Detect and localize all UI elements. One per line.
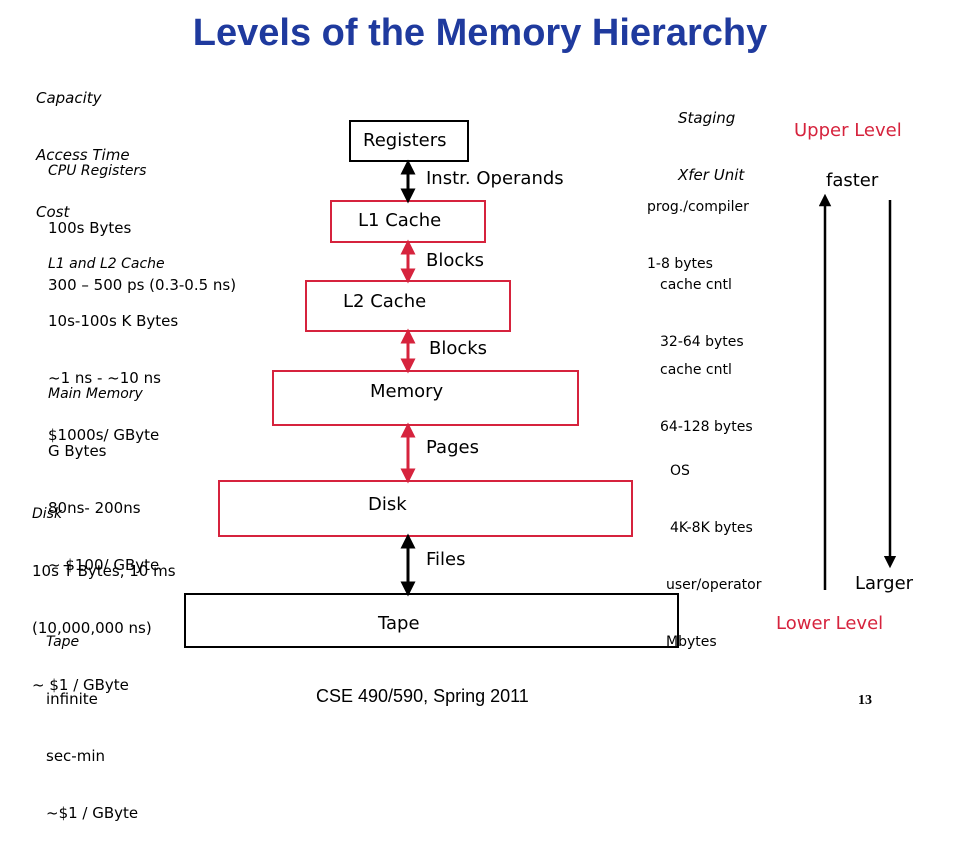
xfer-unit-blocks-l2-memory: Blocks <box>429 338 488 359</box>
spec-title: CPU Registers <box>48 163 147 179</box>
spec-l1-l2-cache: L1 and L2 Cache 10s-100s K Bytes ~1 ns -… <box>48 217 178 464</box>
spec-line: 300 – 500 ps (0.3-0.5 ns) <box>48 276 237 294</box>
staging-line: 64-128 bytes <box>660 419 753 435</box>
box-label: Registers <box>363 130 447 151</box>
spec-line: G Bytes <box>48 442 107 460</box>
staging-line: cache cntl <box>660 362 732 378</box>
box-label: Disk <box>368 494 407 515</box>
upper-level-label: Upper Level <box>794 120 902 141</box>
spec-title: Tape <box>46 634 80 650</box>
header-access-time: Access Time <box>36 146 130 164</box>
spec-title: Main Memory <box>48 386 143 402</box>
staging-line: OS <box>670 463 690 479</box>
right-column-header: Staging Xfer Unit <box>678 71 744 204</box>
staging-cache-cntl-1: cache cntl 32-64 bytes <box>660 238 744 371</box>
xfer-unit-files: Files <box>426 549 466 570</box>
box-label: Tape <box>378 613 420 634</box>
spec-line: (10,000,000 ns) <box>32 619 152 637</box>
staging-prog-compiler: prog./compiler 1-8 bytes <box>647 160 749 293</box>
xfer-unit-blocks-l1-l2: Blocks <box>426 250 485 271</box>
spec-line: ~$1 / GByte <box>46 804 139 822</box>
header-cost: Cost <box>36 203 70 221</box>
spec-line: ~ $1 / GByte <box>32 676 129 694</box>
staging-line: 1-8 bytes <box>647 256 713 272</box>
spec-line: 100s Bytes <box>48 219 132 237</box>
box-label: L1 Cache <box>358 210 442 231</box>
staging-line: cache cntl <box>660 277 732 293</box>
left-column-header: Capacity Access Time Cost <box>36 51 130 241</box>
spec-line: sec-min <box>46 747 105 765</box>
arrows-layer <box>400 159 897 597</box>
spec-line: 10s T Bytes, 10 ms <box>32 562 176 580</box>
spec-disk: Disk 10s T Bytes, 10 ms (10,000,000 ns) … <box>32 467 176 714</box>
faster-label: faster <box>826 170 879 191</box>
spec-cpu-registers: CPU Registers 100s Bytes 300 – 500 ps (0… <box>48 124 236 314</box>
staging-cache-cntl-2: cache cntl 64-128 bytes <box>660 323 753 456</box>
spec-line: 80ns- 200ns <box>48 499 141 517</box>
header-xfer-unit: Xfer Unit <box>678 166 745 184</box>
spec-line: ~ $100/ GByte <box>48 556 160 574</box>
spec-line: infinite <box>46 690 98 708</box>
staging-line: 4K-8K bytes <box>670 520 753 536</box>
staging-line: prog./compiler <box>647 199 749 215</box>
slide-title: Levels of the Memory Hierarchy <box>192 12 768 54</box>
level-box-memory: Memory <box>272 370 579 426</box>
box-label: Memory <box>370 381 444 402</box>
spec-title: L1 and L2 Cache <box>48 256 165 272</box>
box-label: L2 Cache <box>343 291 427 312</box>
level-box-disk: Disk <box>218 480 633 537</box>
xfer-unit-pages: Pages <box>426 437 479 458</box>
spec-main-memory: Main Memory G Bytes 80ns- 200ns ~ $100/ … <box>48 347 159 594</box>
page-number: 13 <box>858 693 872 708</box>
staging-line: Mbytes <box>666 634 717 650</box>
staging-line: 32-64 bytes <box>660 334 744 350</box>
spec-line: 10s-100s K Bytes <box>48 312 179 330</box>
spec-line: $1000s/ GByte <box>48 426 160 444</box>
header-capacity: Capacity <box>36 89 102 107</box>
staging-user-operator: user/operator Mbytes <box>666 538 761 671</box>
staging-line: user/operator <box>666 577 762 593</box>
spec-title: Disk <box>32 506 63 522</box>
xfer-unit-instr-operands: Instr. Operands <box>426 168 564 189</box>
header-staging: Staging <box>678 109 736 127</box>
larger-label: Larger <box>855 573 914 594</box>
level-box-tape: Tape <box>184 593 679 648</box>
spec-line: ~1 ns - ~10 ns <box>48 369 161 387</box>
lower-level-label: Lower Level <box>776 613 884 634</box>
footer-course: CSE 490/590, Spring 2011 <box>316 686 529 706</box>
staging-os: OS 4K-8K bytes <box>670 424 753 557</box>
